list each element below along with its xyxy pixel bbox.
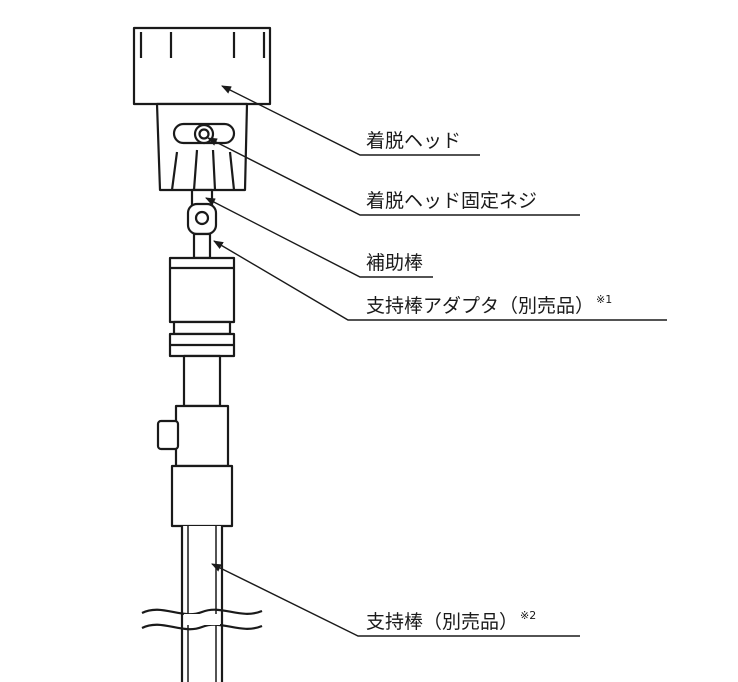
- clamp-lever: [156, 419, 180, 451]
- label-head-text: 着脱ヘッド: [366, 130, 462, 152]
- leader-head-screw: [207, 137, 580, 216]
- leader-aux-rod: [205, 197, 433, 278]
- label-head-screw: 着脱ヘッド固定ネジ: [366, 192, 537, 211]
- clamp-sleeve: [174, 404, 230, 468]
- clamp-collar: [170, 464, 234, 528]
- aux-rod: [192, 232, 212, 260]
- label-adapter-text: 支持棒アダプタ（別売品）: [366, 295, 595, 317]
- label-head: 着脱ヘッド: [366, 132, 461, 151]
- break-line: [141, 623, 263, 631]
- label-support-rod-text: 支持棒（別売品）: [366, 611, 519, 633]
- break-gap: [184, 614, 220, 625]
- head-cap: [132, 26, 272, 106]
- label-support-rod: 支持棒（別売品）※2: [366, 610, 536, 633]
- label-adapter: 支持棒アダプタ（別売品）※1: [366, 294, 612, 317]
- leader-head: [221, 85, 480, 156]
- label-aux-rod: 補助棒: [366, 254, 423, 273]
- leader-adapter: [213, 240, 667, 321]
- label-head-screw-text: 着脱ヘッド固定ネジ: [366, 190, 538, 212]
- leader-support-rod: [211, 563, 580, 637]
- label-aux-rod-text: 補助棒: [366, 252, 424, 274]
- label-adapter-note: ※1: [596, 293, 613, 306]
- adapter-ring: [172, 320, 232, 336]
- label-support-rod-note: ※2: [520, 609, 537, 622]
- rod-tube-upper: [182, 354, 222, 408]
- swivel-pin: [194, 210, 210, 226]
- head-screw-core: [198, 128, 210, 140]
- break-line: [141, 608, 263, 616]
- head-body-notches: [170, 149, 236, 191]
